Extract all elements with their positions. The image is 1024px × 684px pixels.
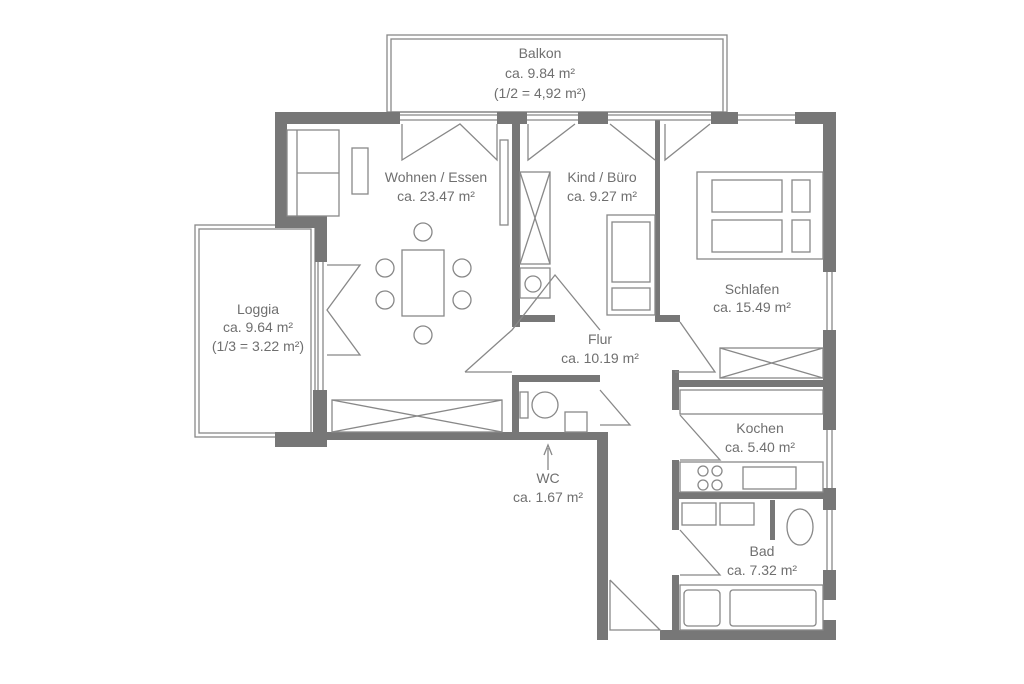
loggia-area: ca. 9.64 m² — [223, 319, 293, 335]
schlafen-name: Schlafen — [725, 281, 779, 297]
wohnen-name: Wohnen / Essen — [385, 169, 487, 185]
balkon-area: ca. 9.84 m² — [505, 65, 575, 81]
room-labels: Balkon ca. 9.84 m² (1/2 = 4,92 m²) Wohne… — [212, 45, 797, 578]
schlafen-area: ca. 15.49 m² — [713, 299, 791, 315]
kochen-area: ca. 5.40 m² — [725, 439, 795, 455]
loggia — [194, 224, 316, 438]
wc-name: WC — [536, 470, 559, 486]
balkon-name: Balkon — [519, 45, 562, 61]
bad-area: ca. 7.32 m² — [727, 562, 797, 578]
walls — [275, 112, 836, 640]
balkon — [386, 34, 728, 113]
kind-area: ca. 9.27 m² — [567, 188, 637, 204]
loggia-note: (1/3 = 3.22 m²) — [212, 338, 304, 354]
bad-name: Bad — [750, 543, 775, 559]
flur-area: ca. 10.19 m² — [561, 350, 639, 366]
kind-name: Kind / Büro — [567, 169, 636, 185]
kochen-name: Kochen — [736, 420, 783, 436]
flur-name: Flur — [588, 331, 612, 347]
furniture — [286, 129, 824, 631]
windows — [317, 114, 833, 570]
doors[interactable] — [326, 123, 722, 631]
wohnen-area: ca. 23.47 m² — [397, 188, 475, 204]
wc-area: ca. 1.67 m² — [513, 489, 583, 505]
loggia-name: Loggia — [237, 301, 279, 317]
balkon-note: (1/2 = 4,92 m²) — [494, 85, 586, 101]
